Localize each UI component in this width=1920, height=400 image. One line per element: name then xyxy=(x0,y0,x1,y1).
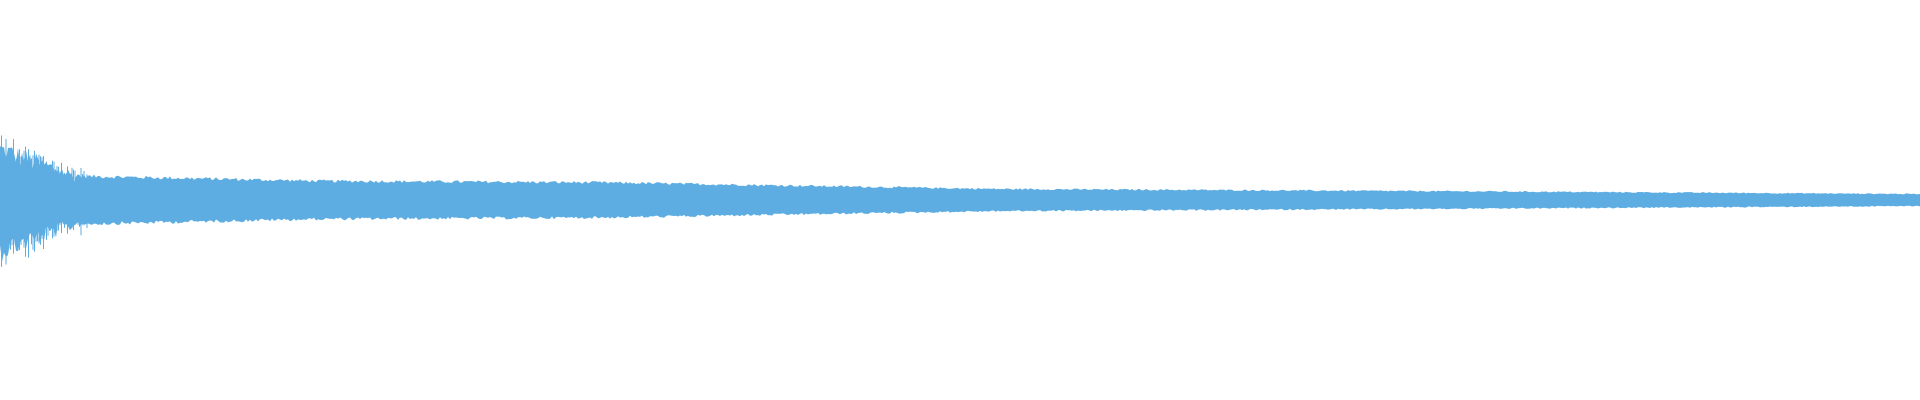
waveform-jitter xyxy=(0,135,89,267)
waveform-envelope xyxy=(0,146,1920,262)
